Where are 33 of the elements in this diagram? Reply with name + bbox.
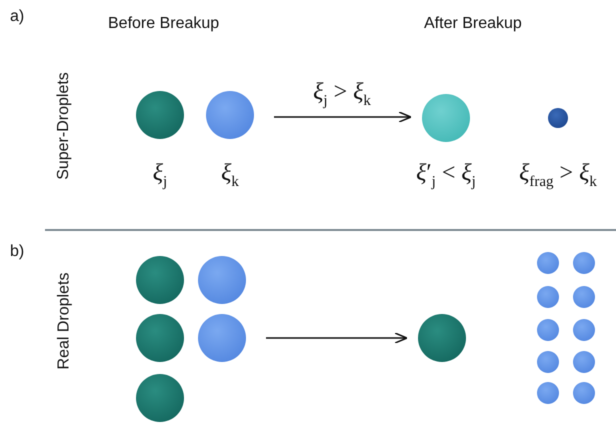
- droplet: [573, 351, 595, 373]
- column-heading: After Breakup: [424, 15, 522, 33]
- droplet: [537, 319, 559, 341]
- arrow: [274, 111, 412, 123]
- droplet: [573, 382, 595, 404]
- droplet: [573, 319, 595, 341]
- droplet: [206, 91, 254, 139]
- droplet: [573, 252, 595, 274]
- droplet: [136, 314, 184, 362]
- formula-label: ξ′$_{j}$ < ξ$_{j}$: [416, 160, 476, 191]
- droplet: [422, 94, 470, 142]
- edge-label: ξ$_{j}$ > ξ$_{k}$: [313, 79, 371, 110]
- formula-label: ξ$_{j}$: [152, 160, 168, 191]
- droplet: [537, 382, 559, 404]
- droplet: [136, 374, 184, 422]
- formula-label: ξ$_{frag}$ > ξ$_{k}$: [519, 160, 597, 191]
- droplet: [136, 256, 184, 304]
- droplet: [537, 286, 559, 308]
- arrow: [266, 332, 408, 344]
- row-label: Super-Droplets: [54, 72, 73, 180]
- droplet: [198, 256, 246, 304]
- panel-letter: a): [10, 8, 24, 26]
- droplet: [537, 252, 559, 274]
- droplet: [198, 314, 246, 362]
- droplet: [136, 91, 184, 139]
- droplet: [573, 286, 595, 308]
- row-label: Real Droplets: [54, 272, 73, 370]
- droplet: [548, 108, 568, 128]
- column-heading: Before Breakup: [108, 15, 220, 33]
- panel-letter: b): [10, 243, 24, 261]
- formula-label: ξ$_{k}$: [221, 160, 239, 191]
- droplet: [537, 351, 559, 373]
- droplet: [418, 314, 466, 362]
